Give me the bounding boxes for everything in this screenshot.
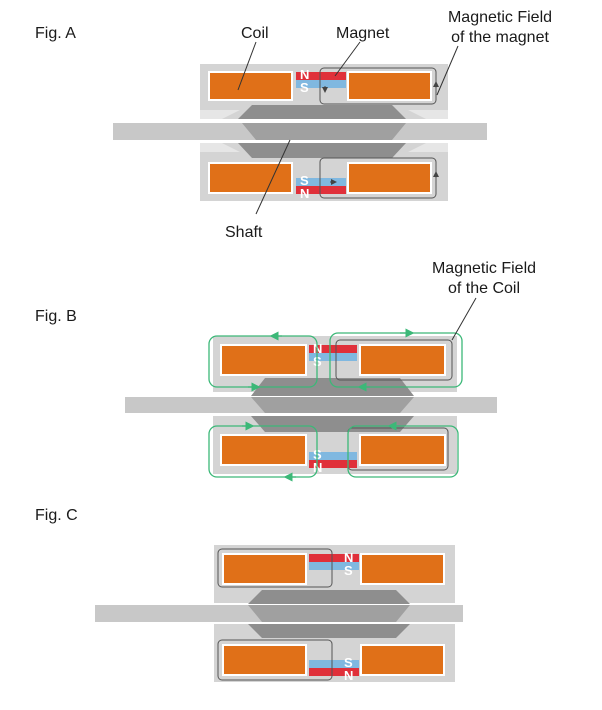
- fig-c-bottom-spool: [248, 624, 410, 638]
- fig-b-top-pole-n: N: [313, 341, 322, 356]
- fig-b-label: Fig. B: [35, 308, 77, 325]
- fig-b-top-magnet-field-line: [335, 339, 453, 381]
- fig-c-bottom-magnet-field-line: [217, 639, 333, 681]
- magnet-field-label-line1: Magnetic Field: [447, 9, 553, 26]
- magnet-leader: [334, 41, 361, 77]
- fig-a-top-pole-n: N: [300, 67, 309, 82]
- fig-a-diagram: N S S N: [113, 41, 487, 215]
- fig-b-top-magnet-north: [309, 345, 357, 353]
- coil-field-label-line2: of the Coil: [447, 280, 521, 297]
- fig-b-top-magnet-south: [309, 353, 357, 361]
- fig-b-coil-field-bottom-left: [208, 425, 318, 478]
- fig-b-coil-field-bottom-right: [347, 425, 459, 478]
- fig-a-top-spool: [238, 105, 406, 119]
- shaft-leader: [255, 139, 291, 215]
- magnet-field-label-line2: of the magnet: [451, 29, 549, 46]
- fig-a-bottom-pole-s: S: [300, 173, 309, 188]
- fig-b-top-coil-right: [359, 344, 446, 376]
- fig-c-top-coil-right: [360, 553, 445, 585]
- fig-b-bottom-pole-n: N: [313, 460, 322, 475]
- fig-c-top-pole-n: N: [344, 550, 353, 565]
- magnet-field-leader: [436, 45, 459, 96]
- fig-c-bottom-pole-n: N: [344, 668, 353, 683]
- magnet-label: Magnet: [336, 25, 390, 42]
- fig-c-label: Fig. C: [35, 507, 78, 524]
- fig-c-top-pole-s: S: [344, 563, 353, 578]
- fig-c-top-magnet-field-line: [217, 548, 333, 588]
- coil-leader: [237, 41, 257, 91]
- fig-b-bottom-spool: [251, 416, 414, 432]
- fig-c-top-magnet-south: [309, 562, 359, 570]
- shaft-label: Shaft: [225, 224, 263, 241]
- coil-field-leader: [451, 297, 477, 341]
- fig-c-bottom-coil-left: [222, 644, 307, 676]
- fig-a-label: Fig. A: [35, 25, 76, 42]
- fig-a-bottom-spool: [238, 143, 406, 158]
- fig-c-diagram: N S S N: [95, 545, 463, 683]
- fig-b-coil-field-top-right: [329, 332, 463, 388]
- fig-c-top-magnet-north: [309, 554, 359, 562]
- fig-a-bottom-magnet-south: [296, 178, 346, 186]
- fig-b-top-coil-left: [220, 344, 307, 376]
- fig-a-top-magnet-south: [296, 80, 346, 88]
- fig-b-bottom-coil-right: [359, 434, 446, 466]
- fig-a-top-magnet-north: [296, 72, 346, 80]
- fig-c-bottom-pole-s: S: [344, 655, 353, 670]
- fig-a-top-coil-left: [208, 71, 293, 101]
- fig-b-bottom-magnet-north: [309, 460, 357, 468]
- coil-field-label-line1: Magnetic Field: [431, 260, 537, 277]
- fig-a-bottom-coil-left: [208, 162, 293, 194]
- fig-a-bottom-pole-n: N: [300, 186, 309, 201]
- fig-a-top-pole-s: S: [300, 80, 309, 95]
- fig-b-bottom-coil-left: [220, 434, 307, 466]
- coil-label: Coil: [241, 25, 269, 42]
- fig-c-top-spool: [248, 590, 410, 604]
- fig-c-bottom-coil-right: [360, 644, 445, 676]
- fig-c-bottom-magnet-north: [309, 668, 359, 676]
- fig-c-top-coil-left: [222, 553, 307, 585]
- fig-b-coil-field-top-left: [208, 335, 318, 388]
- fig-b-bottom-magnet-south: [309, 452, 357, 460]
- fig-a-top-coil-right: [347, 71, 432, 101]
- fig-c-bottom-magnet-south: [309, 660, 359, 668]
- fig-b-diagram: N S S N: [125, 297, 497, 482]
- fig-b-top-spool: [251, 378, 414, 396]
- fig-a-bottom-magnet-north: [296, 186, 346, 194]
- fig-a-bottom-coil-right: [347, 162, 432, 194]
